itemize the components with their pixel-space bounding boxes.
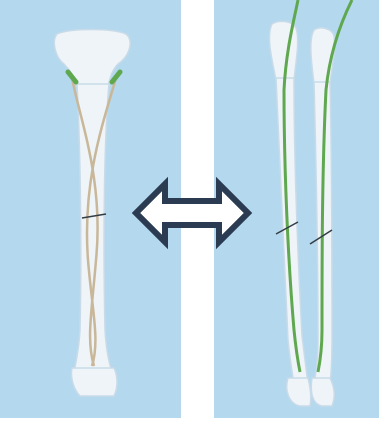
tibia-side-illustration [214, 0, 379, 418]
left-panel-tibia-front-view [0, 0, 181, 418]
tibia-front-illustration [0, 0, 181, 418]
bone-proximal-left [269, 21, 297, 80]
bone-distal-right [311, 378, 334, 406]
right-panel-tibia-side-view [214, 0, 379, 418]
tibia-distal-end [71, 368, 117, 396]
